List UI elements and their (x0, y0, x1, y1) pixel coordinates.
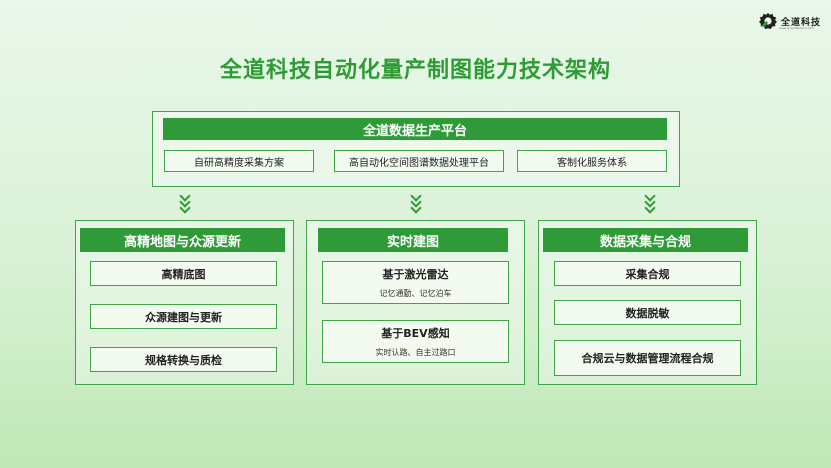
column-item-label: 基于BEV感知 (381, 327, 450, 340)
column-item-sub: 记忆通勤、记忆泊车 (379, 289, 452, 298)
brand-logo: 全道科技 www.quandaotech.com (759, 12, 821, 30)
chevron-down-icon (644, 190, 656, 214)
platform-item: 自研高精度采集方案 (164, 150, 314, 172)
column-item: 基于激光雷达 记忆通勤、记忆泊车 (322, 261, 509, 304)
column-item: 高精底图 (90, 261, 277, 286)
column-title: 高精地图与众源更新 (80, 228, 285, 252)
column-item: 基于BEV感知 实时认路、自主过路口 (322, 320, 509, 363)
platform-item: 高自动化空间图谱数据处理平台 (334, 150, 504, 172)
chevron-down-icon (179, 190, 191, 214)
column-item: 众源建图与更新 (90, 304, 277, 329)
gear-logo-icon (759, 12, 777, 30)
column-item-label: 基于激光雷达 (382, 268, 449, 281)
column-item: 采集合规 (554, 261, 741, 286)
brand-name: 全道科技 (781, 17, 822, 28)
column-item: 规格转换与质检 (90, 347, 277, 372)
column-item: 数据脱敏 (554, 300, 741, 325)
page-title: 全道科技自动化量产制图能力技术架构 (219, 58, 611, 83)
column-item-sub: 实时认路、自主过路口 (375, 348, 456, 357)
column-item: 合规云与数据管理流程合规 (554, 340, 741, 376)
platform-title: 全道数据生产平台 (163, 118, 667, 140)
chevron-down-icon (410, 190, 422, 214)
brand-url: www.quandaotech.com (779, 26, 815, 30)
platform-item: 客制化服务体系 (517, 150, 667, 172)
column-title: 实时建图 (318, 228, 508, 252)
column-title: 数据采集与合规 (543, 228, 748, 252)
